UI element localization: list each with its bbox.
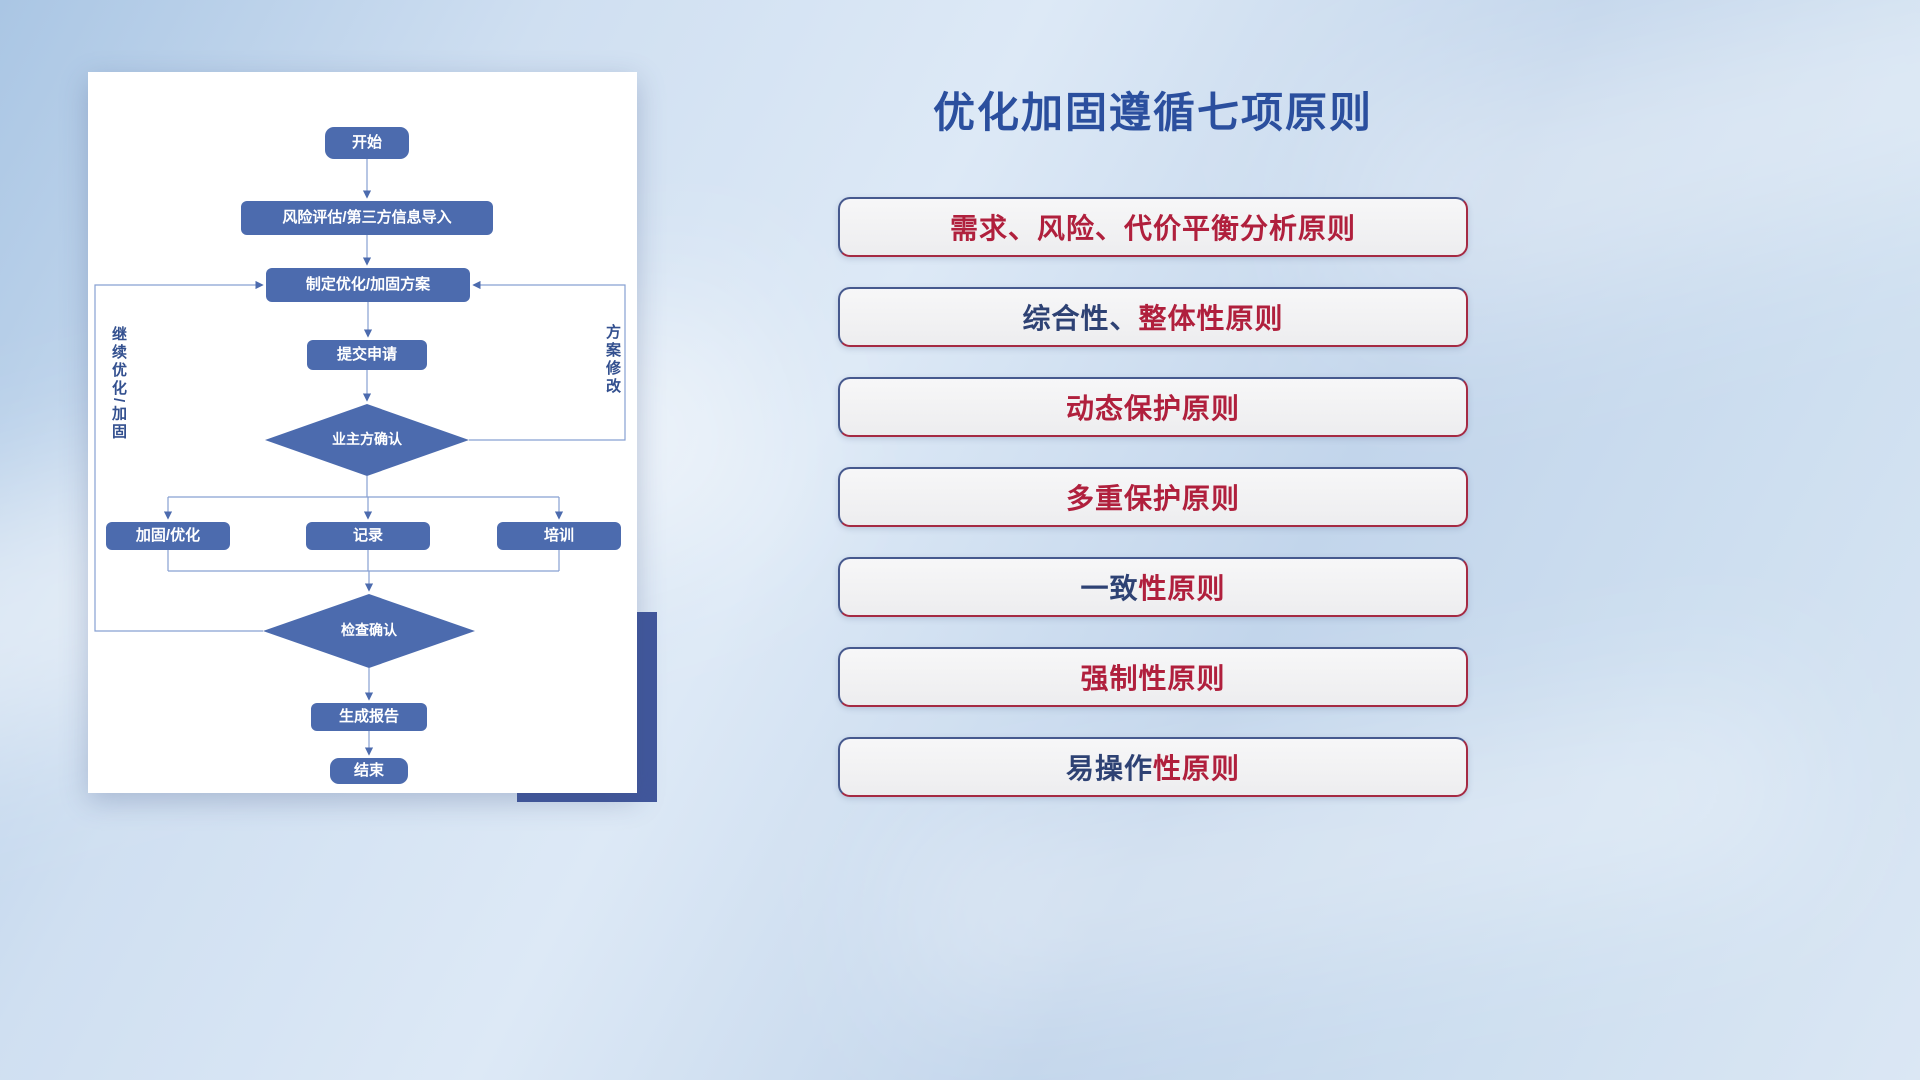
principle-card: 一致性原则 [838, 557, 1468, 617]
principle-card: 需求、风险、代价平衡分析原则 [838, 197, 1468, 257]
flowchart-card: 开始 风险评估/第三方信息导入 制定优化/加固方案 提交申请 业主方确认 加固/… [88, 72, 637, 793]
flow-node-make-plan: 制定优化/加固方案 [266, 268, 470, 302]
principle-text-segment: 一致 [1080, 573, 1139, 604]
flow-node-reinforce: 加固/优化 [106, 522, 230, 550]
principle-card: 综合性、整体性原则 [838, 287, 1468, 347]
principle-text-segment: 综合性、 [1022, 303, 1139, 334]
principle-card: 强制性原则 [838, 647, 1468, 707]
flow-label-continue-loop: 继续优化/加固 [110, 326, 127, 442]
principle-text-segment: 整体性原则 [1138, 303, 1284, 334]
principle-card: 多重保护原则 [838, 467, 1468, 527]
principle-text-segment: 性原则 [1138, 573, 1226, 604]
flow-node-start: 开始 [325, 127, 409, 159]
principle-text-segment: 动态保护原则 [1065, 393, 1240, 424]
flow-label-revise-loop: 方案修改 [604, 324, 621, 396]
principle-card: 易操作性原则 [838, 737, 1468, 797]
principle-text-segment: 多重保护原则 [1065, 483, 1240, 514]
principle-text-segment: 需求、风险、代价平衡分析原则 [949, 213, 1356, 244]
flow-node-end: 结束 [330, 758, 408, 784]
principles-list: 需求、风险、代价平衡分析原则综合性、整体性原则动态保护原则多重保护原则一致性原则… [838, 197, 1468, 797]
principle-text-segment: 强制性原则 [1080, 663, 1226, 694]
flow-node-report: 生成报告 [311, 703, 427, 731]
flow-node-submit: 提交申请 [307, 340, 427, 370]
principle-card: 动态保护原则 [838, 377, 1468, 437]
principle-text-segment: 易操作 [1065, 753, 1153, 784]
flow-node-record: 记录 [306, 522, 430, 550]
principles-title: 优化加固遵循七项原则 [932, 89, 1373, 136]
flow-node-risk-import: 风险评估/第三方信息导入 [241, 201, 493, 235]
flow-node-training: 培训 [497, 522, 621, 550]
principles-panel: 优化加固遵循七项原则 需求、风险、代价平衡分析原则综合性、整体性原则动态保护原则… [838, 88, 1468, 797]
principle-text-segment: 性原则 [1153, 753, 1241, 784]
